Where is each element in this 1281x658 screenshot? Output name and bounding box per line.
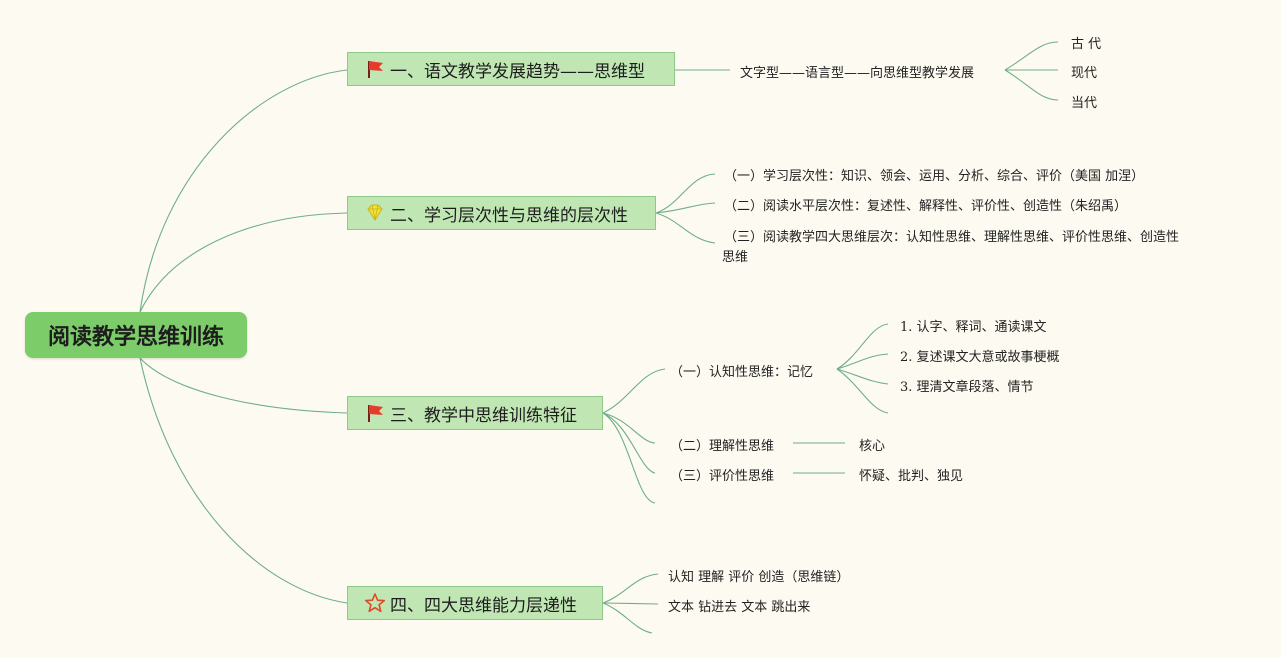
- leaf-ancient: 古 代: [1071, 37, 1102, 52]
- branch3-item-2: （二）理解性思维: [670, 439, 775, 454]
- branch3-item-1: （一）认知性思维：记忆: [670, 365, 814, 380]
- branch-label: 三、教学中思维训练特征: [390, 405, 577, 426]
- branch-node-3[interactable]: 三、教学中思维训练特征: [347, 396, 603, 430]
- branch3-sub-1: 1. 认字、释词、通读课文: [900, 320, 1047, 335]
- branch3-sub-2: 2. 复述课文大意或故事梗概: [900, 350, 1060, 365]
- root-label: 阅读教学思维训练: [47, 325, 224, 350]
- branch3-item-2-note: 核心: [859, 439, 886, 454]
- branch-label: 四、四大思维能力层递性: [390, 595, 577, 616]
- branch2-item-1: （一）学习层次性：知识、领会、运用、分析、综合、评价（美国 加涅）: [724, 169, 1145, 184]
- branch2-item-3-cont: 思维: [722, 250, 749, 265]
- branch1-sub: 文字型——语言型——向思维型教学发展: [740, 66, 975, 81]
- branch2-item-2: （二）阅读水平层次性：复述性、解释性、评价性、创造性（朱绍禹）: [724, 199, 1128, 214]
- red-flag-icon: [368, 405, 383, 422]
- yellow-gem-icon: [367, 204, 383, 221]
- branch3-sub-3: 3. 理清文章段落、情节: [900, 380, 1034, 395]
- leaf-modern: 现代: [1071, 66, 1098, 81]
- leaf-contemporary: 当代: [1071, 96, 1098, 111]
- red-flag-icon: [368, 61, 383, 78]
- branch2-item-3: （三）阅读教学四大思维层次：认知性思维、理解性思维、评价性思维、创造性: [724, 230, 1180, 245]
- branch-label: 二、学习层次性与思维的层次性: [390, 205, 628, 226]
- branch4-item-1: 认知 理解 评价 创造（思维链）: [668, 570, 850, 585]
- branch-node-4[interactable]: 四、四大思维能力层递性: [347, 586, 603, 620]
- branch4-item-2: 文本 钻进去 文本 跳出来: [668, 600, 811, 615]
- root-node[interactable]: 阅读教学思维训练: [25, 312, 247, 358]
- star-outline-icon: [365, 593, 385, 613]
- branch3-item-3-note: 怀疑、批判、独见: [859, 469, 964, 484]
- branch-node-2[interactable]: 二、学习层次性与思维的层次性: [347, 196, 656, 230]
- branch-label: 一、语文教学发展趋势——思维型: [390, 61, 645, 82]
- branch-node-1[interactable]: 一、语文教学发展趋势——思维型: [347, 52, 675, 86]
- branch3-item-3: （三）评价性思维: [670, 469, 775, 484]
